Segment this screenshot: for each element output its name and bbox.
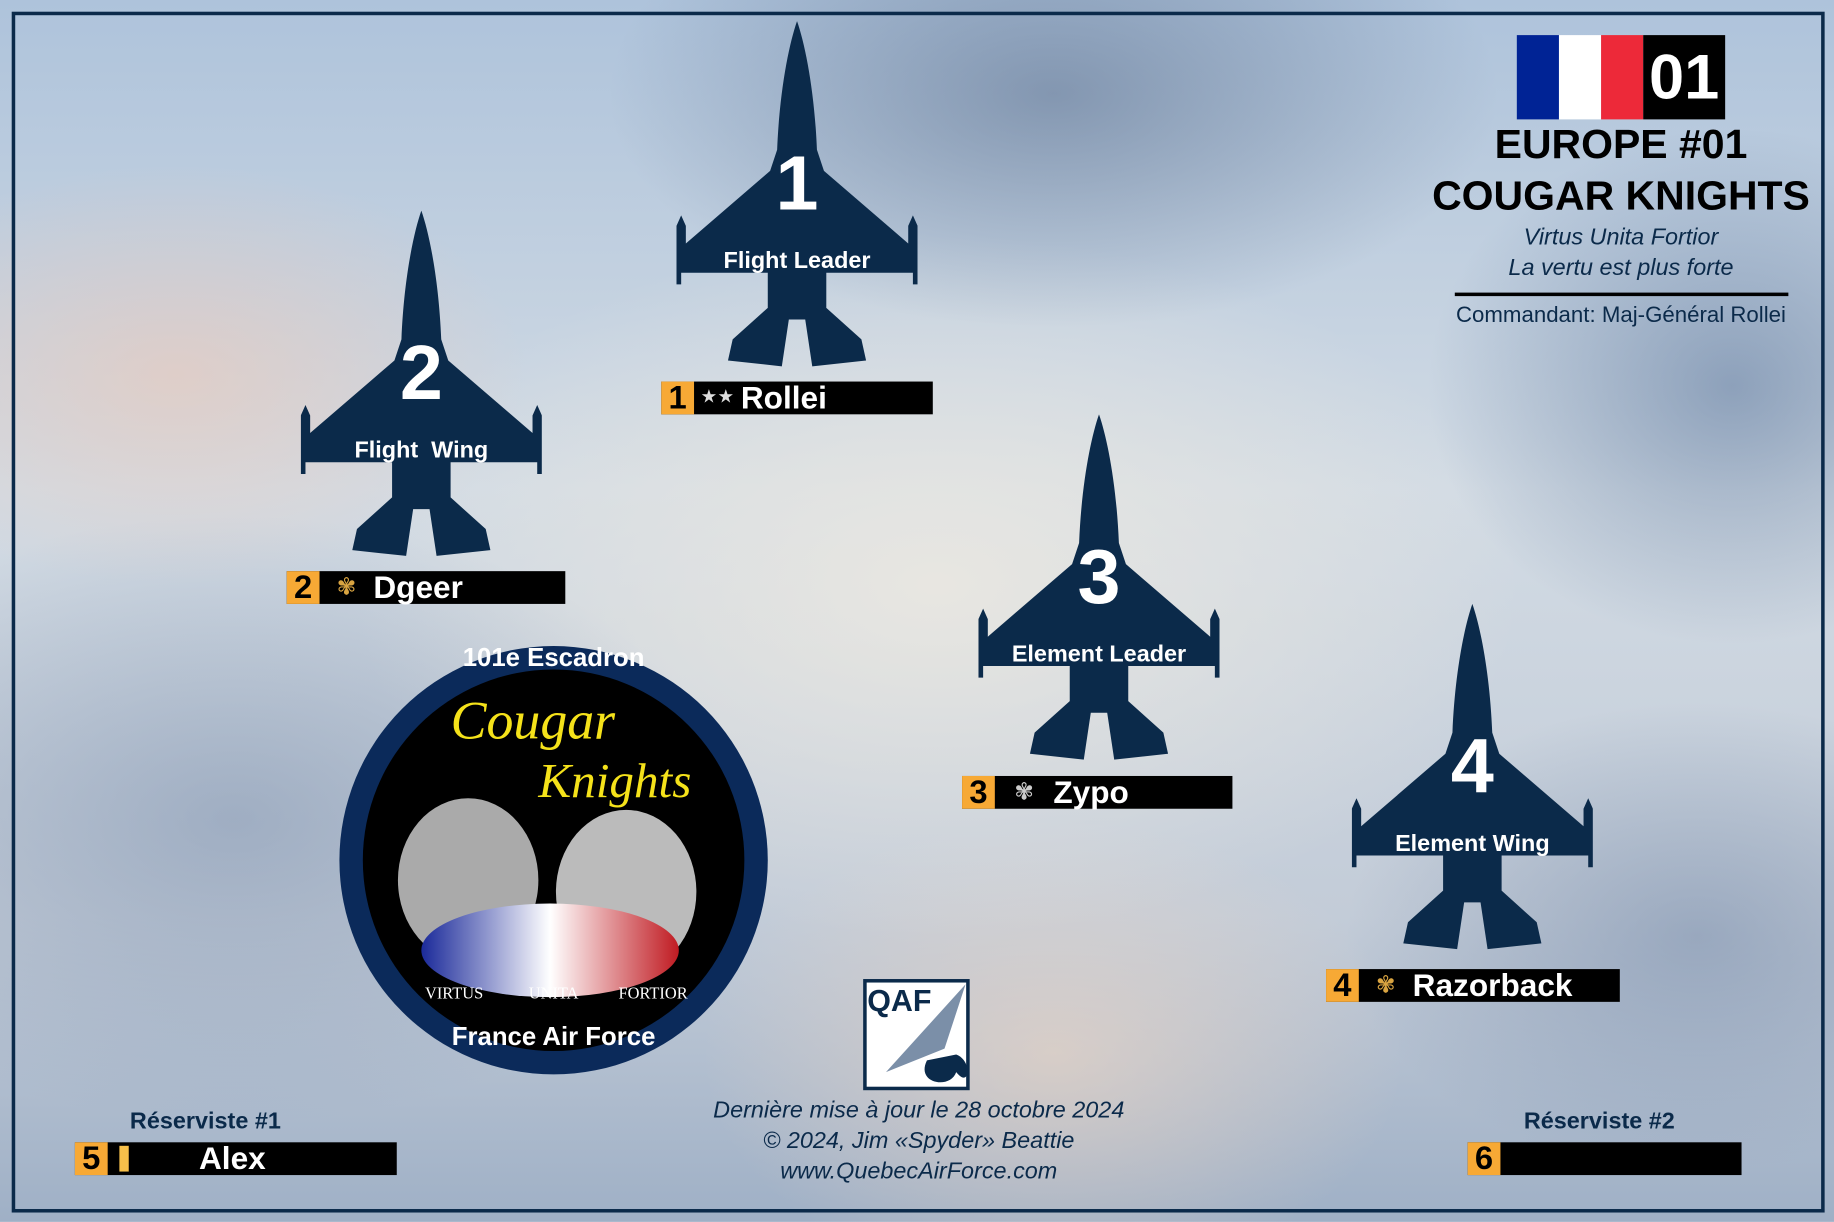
reserve-label-1: Réserviste #1	[129, 1108, 281, 1135]
two-stars-icon: ★★	[700, 387, 735, 408]
pilot-bar-4: 4 ✾ Razorback	[1326, 967, 1620, 1004]
gold-bar-icon	[119, 1145, 129, 1172]
plane-number: 1	[775, 139, 819, 226]
pilot-name: Alex	[198, 1141, 266, 1177]
patch-center	[362, 669, 745, 1052]
commander: Commandant: Maj-Général Rollei	[1455, 303, 1786, 328]
website-link[interactable]: www.QuebecAirForce.com	[780, 1158, 1058, 1185]
badge-name-2: Knights	[538, 754, 692, 809]
plane-number: 2	[399, 328, 443, 416]
slot-number: 6	[1467, 1142, 1501, 1176]
last-updated: Dernière mise à jour le 28 octobre 2024	[713, 1097, 1125, 1124]
plane-role: Flight Leader	[723, 248, 871, 274]
qaf-logo-text: QAF	[867, 984, 931, 1018]
pilot-name: Rollei	[740, 380, 827, 416]
reserve-bar-1: 5 Alex	[74, 1141, 397, 1177]
motto-latin: Virtus Unita Fortior	[1523, 224, 1719, 251]
france-flag: 01	[1516, 35, 1726, 120]
oak-leaf-icon: ✾	[336, 574, 357, 601]
footer: Dernière mise à jour le 28 octobre 2024 …	[655, 1095, 1182, 1186]
badge-motto-2: UNITA	[528, 985, 579, 1004]
slot-number: 4	[1326, 968, 1359, 1002]
reserve-label-2: Réserviste #2	[1523, 1108, 1675, 1135]
squadron-patch: 101e Escadron Cougar Knights VIRTUS UNIT…	[339, 642, 768, 1075]
pilot-bar-2: 2 ✾ Dgeer	[286, 569, 566, 606]
copyright: © 2024, Jim «Spyder» Beattie	[763, 1128, 1075, 1155]
qaf-logo: QAF	[863, 979, 970, 1091]
squadron-number: 01	[1643, 35, 1726, 120]
frame-border	[11, 11, 1825, 1213]
tricolor-scarf	[421, 903, 679, 998]
squadron-region: EUROPE #01	[1494, 121, 1748, 168]
plane-role: Element Leader	[1011, 641, 1187, 668]
slot-number: 2	[286, 571, 320, 604]
badge-motto-3: FORTIOR	[618, 985, 688, 1004]
badge-name-1: Cougar	[450, 690, 616, 751]
pilot-name: Razorback	[1412, 967, 1573, 1004]
plane-number: 4	[1450, 722, 1494, 809]
plane-number: 3	[1077, 532, 1121, 620]
squadron-name: COUGAR KNIGHTS	[1432, 173, 1810, 219]
reserve-bar-2: 6	[1467, 1142, 1742, 1176]
motto-french: La vertu est plus forte	[1508, 255, 1734, 281]
badge-motto-1: VIRTUS	[425, 985, 484, 1004]
squadron-header: 01 EUROPE #01 COUGAR KNIGHTS Virtus Unit…	[1422, 35, 1820, 329]
pilot-name: Dgeer	[373, 569, 463, 606]
pilot-bar-1: 1★★Rollei	[661, 380, 933, 416]
slot-number: 1	[661, 381, 695, 415]
badge-bottom-text: France Air Force	[451, 1021, 656, 1052]
plane-role: Element Wing	[1395, 830, 1550, 857]
badge-top-text: 101e Escadron	[462, 642, 645, 672]
plane-role: Flight Wing	[354, 437, 489, 464]
slot-number: 5	[74, 1142, 108, 1176]
silver-oak-leaf-icon: ✾	[1014, 779, 1034, 806]
pilot-bar-3: 3 ✾ Zypo	[962, 774, 1233, 810]
pilot-name: Zypo	[1053, 774, 1129, 810]
oak-leaf-icon: ✾	[1375, 972, 1396, 999]
divider	[1454, 292, 1788, 297]
slot-number: 3	[962, 775, 995, 809]
